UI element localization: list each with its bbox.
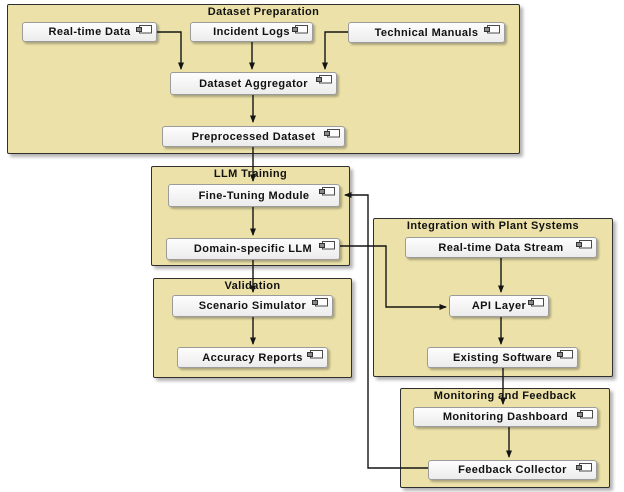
- group-title-dataset-preparation: Dataset Preparation: [207, 6, 320, 18]
- component-icon: [576, 240, 592, 249]
- node-api-layer: API Layer: [449, 295, 549, 317]
- component-icon: [312, 298, 328, 307]
- component-icon: [292, 25, 308, 34]
- node-label: Feedback Collector: [458, 464, 567, 476]
- group-title-monitoring-and-feedback: Monitoring and Feedback: [433, 390, 577, 402]
- node-preprocessed-dataset: Preprocessed Dataset: [162, 126, 345, 147]
- node-real-time-data: Real-time Data: [22, 22, 157, 42]
- component-icon: [136, 25, 152, 34]
- component-icon: [576, 463, 592, 472]
- node-label: Real-time Data: [48, 26, 131, 38]
- node-label: API Layer: [471, 300, 527, 312]
- node-label: Accuracy Reports: [202, 351, 303, 364]
- node-label: Existing Software: [452, 351, 553, 364]
- node-label: Monitoring Dashboard: [442, 411, 569, 423]
- node-dataset-aggregator: Dataset Aggregator: [170, 72, 337, 95]
- node-fine-tuning-module: Fine-Tuning Module: [168, 184, 340, 207]
- component-icon: [307, 350, 323, 359]
- node-label: Domain-specific LLM: [193, 243, 313, 255]
- component-icon: [484, 25, 500, 34]
- component-icon: [319, 187, 335, 196]
- node-accuracy-reports: Accuracy Reports: [177, 347, 328, 368]
- node-monitoring-dashboard: Monitoring Dashboard: [413, 407, 598, 427]
- node-real-time-data-stream: Real-time Data Stream: [405, 237, 597, 258]
- node-feedback-collector: Feedback Collector: [428, 460, 597, 480]
- node-technical-manuals: Technical Manuals: [348, 22, 505, 43]
- node-label: Fine-Tuning Module: [198, 189, 310, 202]
- component-icon: [324, 129, 340, 138]
- node-incident-logs: Incident Logs: [190, 22, 313, 42]
- node-label: Scenario Simulator: [198, 300, 307, 312]
- node-label: Incident Logs: [213, 26, 290, 38]
- component-icon: [577, 410, 593, 419]
- node-label: Technical Manuals: [374, 26, 479, 39]
- node-domain-specific-llm: Domain-specific LLM: [166, 238, 340, 260]
- node-existing-software: Existing Software: [427, 347, 578, 368]
- component-icon: [557, 350, 573, 359]
- component-icon: [528, 298, 544, 307]
- group-title-validation: Validation: [224, 280, 281, 292]
- node-label: Preprocessed Dataset: [191, 130, 316, 143]
- node-scenario-simulator: Scenario Simulator: [172, 295, 333, 317]
- node-label: Real-time Data Stream: [438, 241, 564, 254]
- node-label: Dataset Aggregator: [199, 77, 308, 90]
- component-icon: [316, 75, 332, 84]
- group-title-integration-with-plant-systems: Integration with Plant Systems: [406, 220, 580, 232]
- component-icon: [319, 241, 335, 250]
- group-title-llm-training: LLM Training: [213, 168, 288, 180]
